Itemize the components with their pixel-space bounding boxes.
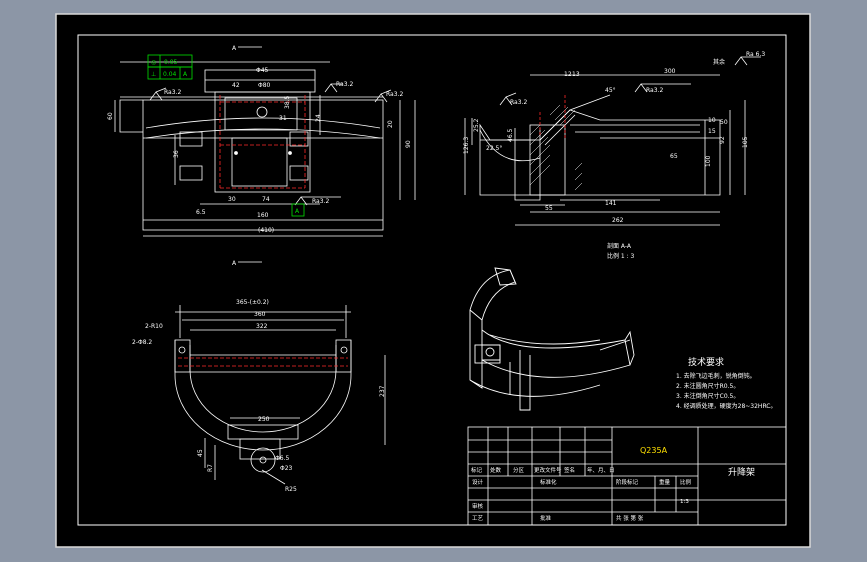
drawing-sheet (55, 13, 811, 548)
dim-360: 360 (254, 311, 266, 318)
tech-notes-title: 技术要求 (688, 356, 724, 368)
front-hidden-lines (219, 95, 306, 189)
dim-46: 46.5 (507, 128, 514, 142)
tb-approve: 批准 (540, 514, 552, 522)
dim-15: 15 (708, 128, 716, 135)
dim-24: 24 (315, 114, 322, 122)
side-hatching (529, 104, 583, 191)
dim-250: 250 (258, 416, 270, 423)
ra-side-1: Ra3.2 (510, 99, 527, 106)
dim-31: 31 (279, 115, 287, 122)
tb-standardize: 标准化 (540, 478, 557, 486)
dim-365: 365-(±0.2) (236, 299, 269, 306)
ra-front-3: Ra3.2 (386, 91, 403, 98)
dim-300: 300 (664, 68, 676, 75)
tb-col-sign: 签名 (564, 466, 575, 474)
tb-ratio: 比例 (680, 478, 692, 486)
tol2-ref: A (183, 71, 188, 78)
dim-12: 12 (564, 71, 572, 78)
dim-90: 90 (405, 140, 412, 148)
dim-45-top: 45 (197, 449, 204, 457)
dim-42: 42 (232, 82, 240, 89)
tb-stage: 阶段标记 (616, 478, 639, 486)
tol2-symbol: ⊥ (151, 71, 156, 78)
dim-74: 74 (262, 196, 270, 203)
part-name: 升降架 (728, 466, 755, 478)
dim-92: 92 (719, 136, 726, 144)
hole-label-2: 2-Φ8.2 (132, 339, 152, 346)
ra-side-2: Ra3.2 (646, 87, 663, 94)
dim-phi6-5: Φ6.5 (275, 455, 289, 462)
dim-phi45: Φ45 (256, 67, 269, 74)
dim-36: 36 (173, 150, 180, 158)
inner-frame (77, 34, 787, 526)
dim-65: 65 (670, 153, 678, 160)
dim-100: 100 (705, 155, 712, 167)
dim-25: 25.2 (473, 118, 480, 132)
datum-label: A (295, 208, 300, 215)
section-marker-top: A (232, 45, 237, 52)
dim-38: 38.5 (284, 95, 291, 109)
tech-note-2: 2. 未注圆角尺寸R0.5。 (676, 382, 739, 390)
dim-141: 141 (605, 200, 617, 207)
top-view (174, 305, 386, 485)
roughness-other-label: 其余 (713, 58, 725, 66)
tech-note-4: 4. 经调质处理，硬度为28~32HRC。 (676, 402, 777, 410)
dim-50: 50 (720, 119, 728, 126)
tol1-value: 0.05 (164, 59, 178, 66)
dim-6-5: 6.5 (196, 209, 206, 216)
ra-front-2: Ra3.2 (336, 81, 353, 88)
tb-process: 工艺 (472, 515, 484, 522)
dim-10: 10 (708, 117, 716, 124)
tb-col-date: 年、月、日 (587, 466, 615, 474)
tb-sheet: 共 张 第 张 (616, 514, 644, 522)
dim-20: 20 (387, 120, 394, 128)
dim-phi80: Φ80 (258, 82, 271, 89)
dim-322: 322 (256, 323, 268, 330)
tb-col-count: 处数 (490, 466, 502, 474)
top-hidden-lines (178, 357, 348, 367)
dim-105: 105 (742, 136, 749, 148)
dim-55: 55 (545, 205, 553, 212)
tb-col-zone: 分区 (513, 466, 525, 474)
front-view (114, 46, 416, 263)
material-label: Q235A (640, 446, 668, 455)
tb-scale-value: 1:3 (680, 499, 689, 505)
dim-45deg: 45° (605, 87, 616, 94)
dim-30: 30 (228, 196, 236, 203)
dim-22-5deg: 22.5° (486, 145, 502, 152)
dim-phi23: Φ23 (280, 465, 293, 472)
dim-13: 13 (572, 71, 580, 78)
dim-237: 237 (379, 385, 386, 397)
tolerance-frames (147, 54, 305, 217)
tb-col-file: 更改文件号 (534, 466, 562, 474)
tb-design: 设计 (472, 478, 484, 486)
title-block-lines (467, 426, 787, 526)
dim-410: (410) (258, 227, 274, 234)
tb-review: 审核 (472, 502, 484, 510)
dim-126: 126.3 (463, 137, 470, 154)
roughness-other-value: Ra 6.3 (746, 51, 765, 58)
iso-view (469, 267, 635, 411)
section-title: 剖面 A-A (607, 242, 632, 250)
tol1-symbol: ◎ (151, 59, 156, 66)
tb-col-mark: 标记 (471, 466, 483, 474)
tb-weight: 重量 (659, 478, 671, 486)
tol2-value: 0.04 (163, 71, 177, 78)
tech-note-3: 3. 未注倒角尺寸C0.5。 (676, 392, 739, 400)
side-hidden-lines (539, 95, 566, 140)
tech-note-1: 1. 去除飞边毛刺，锐角倒钝。 (676, 372, 756, 380)
ra-front-1: Ra3.2 (164, 89, 181, 96)
dim-60: 60 (107, 112, 114, 120)
dim-r25: R25 (285, 486, 297, 493)
ra-front-4: Ra3.2 (312, 198, 329, 205)
dim-160: 160 (257, 212, 269, 219)
dim-262: 262 (612, 217, 624, 224)
side-view (464, 56, 761, 226)
section-scale: 比例 1 : 3 (607, 252, 635, 260)
hole-label-1: 2-R10 (145, 323, 163, 330)
dim-r7: R7 (207, 464, 214, 472)
section-marker-bottom: A (232, 260, 237, 267)
